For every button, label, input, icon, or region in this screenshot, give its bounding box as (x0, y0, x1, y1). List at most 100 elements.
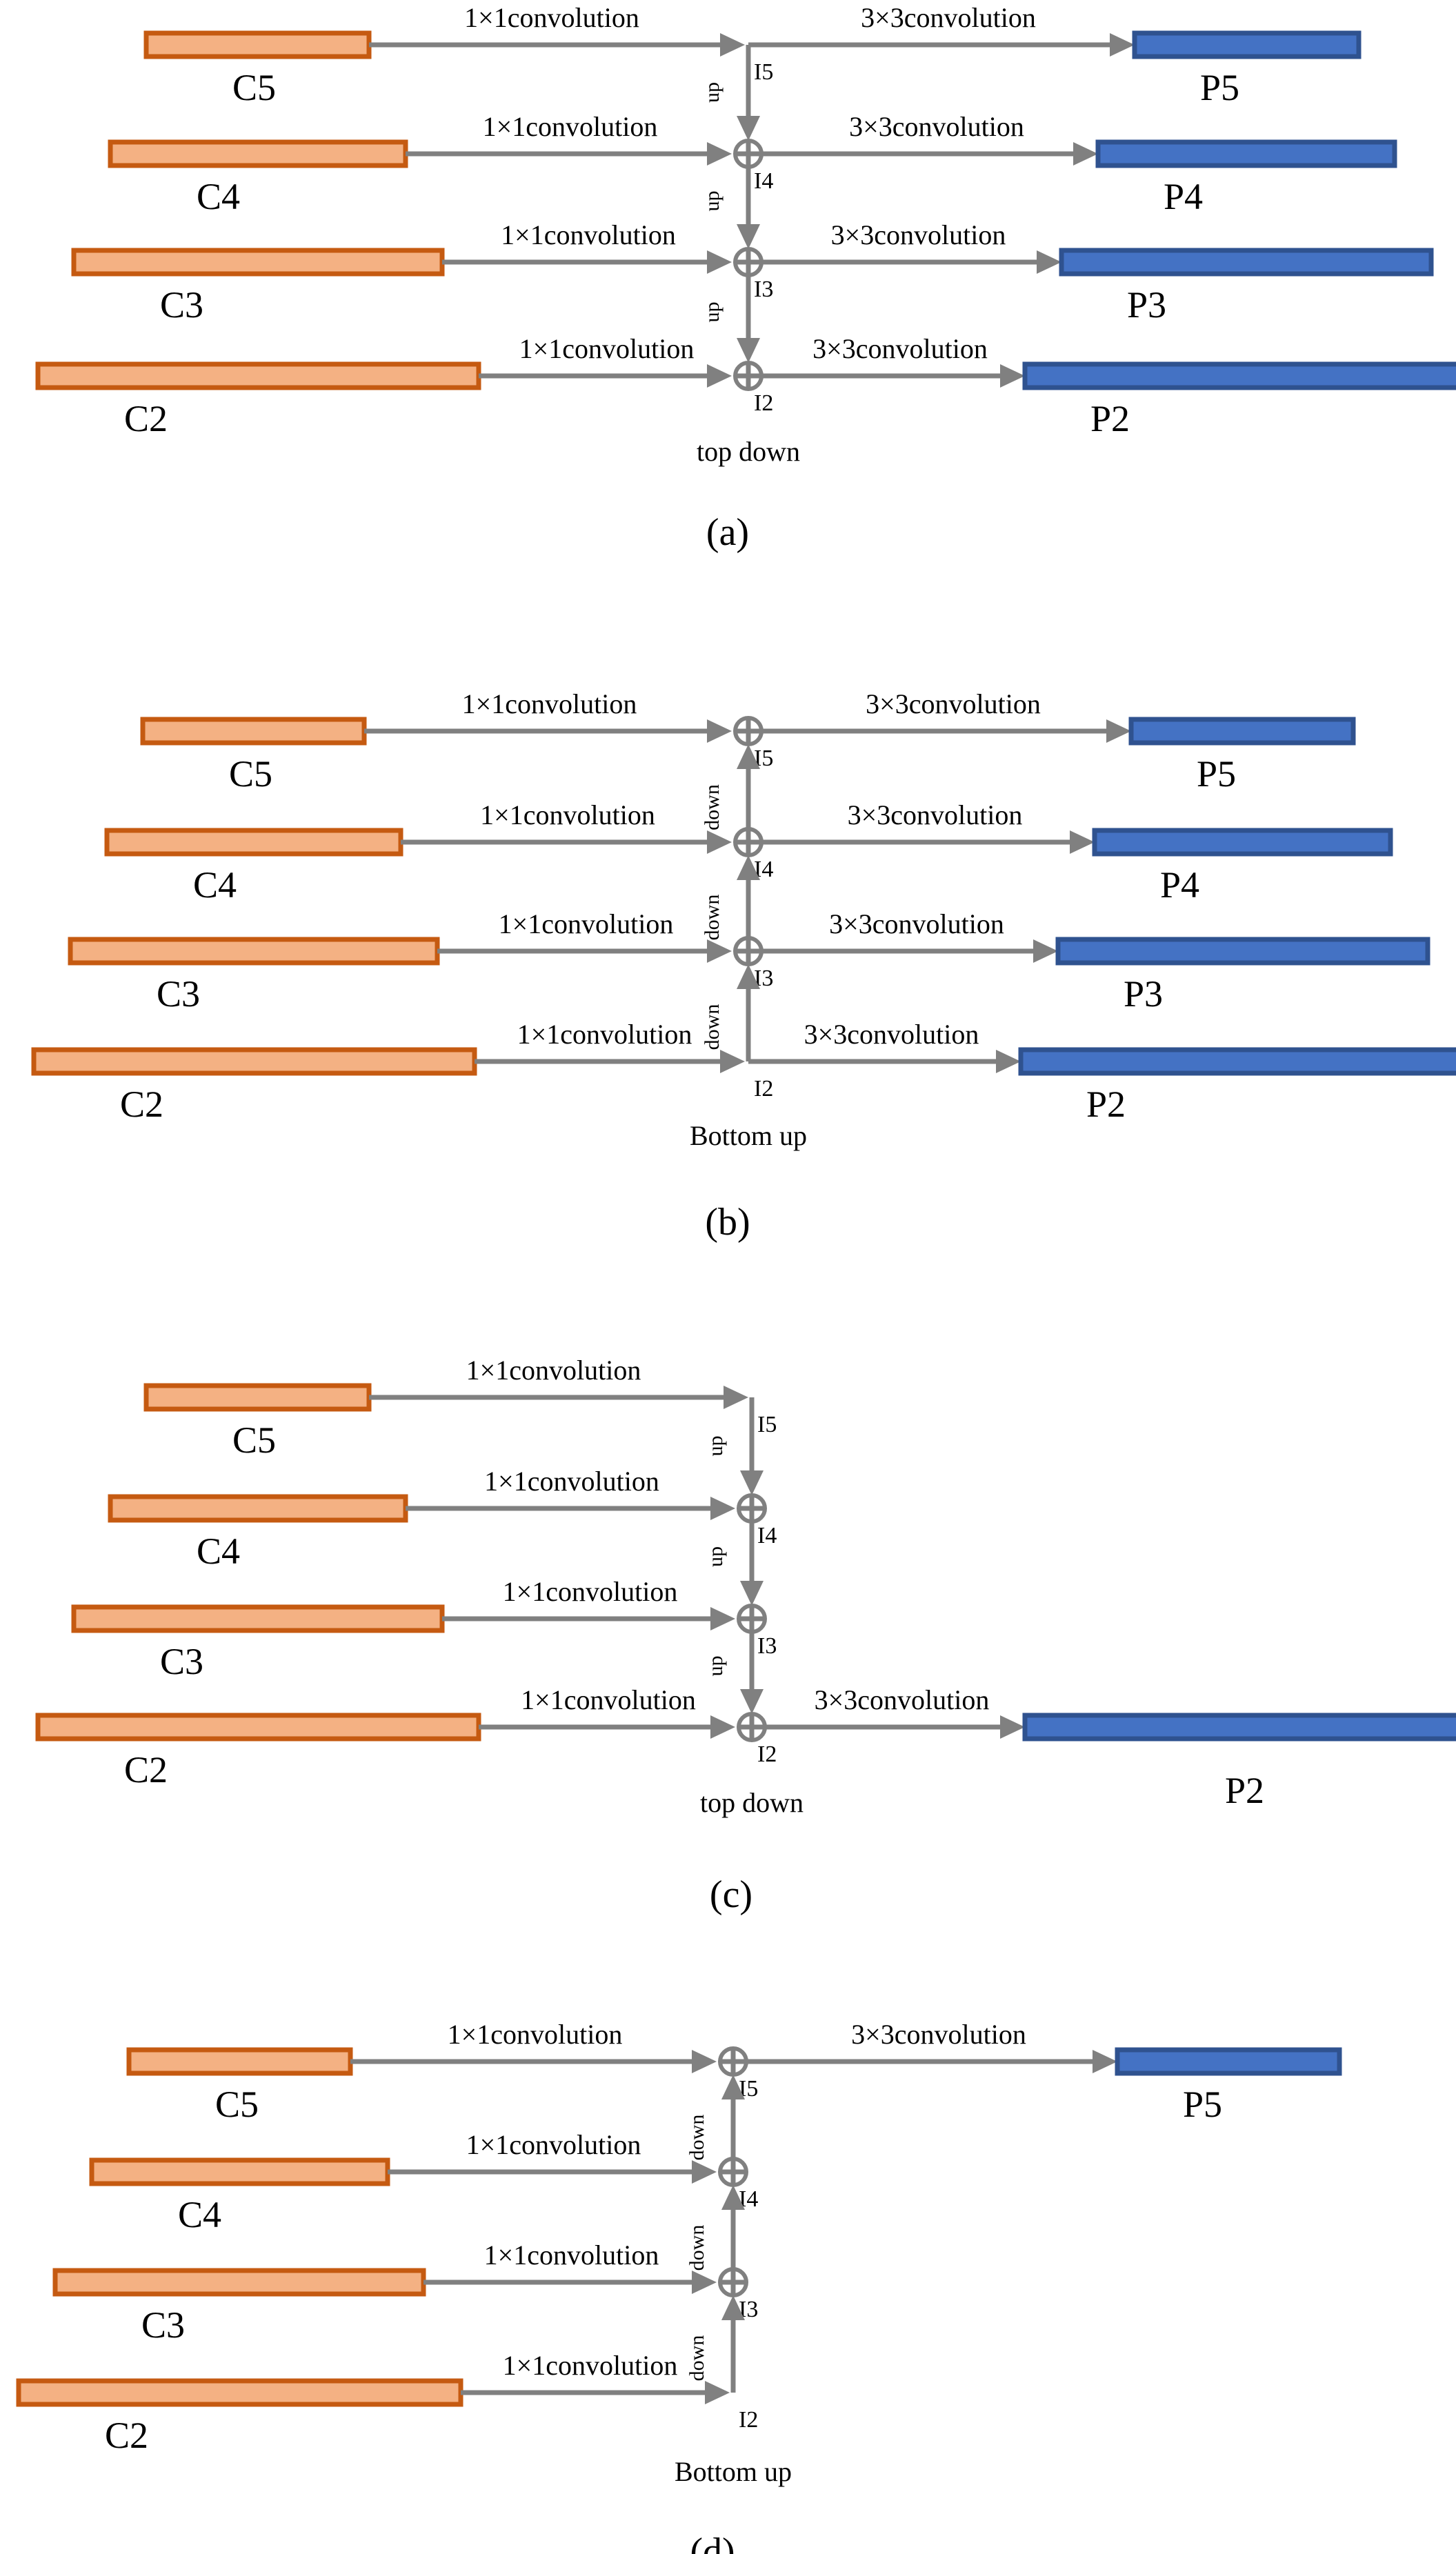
arrow-head-icon (996, 1050, 1021, 1073)
backbone-label: C3 (160, 284, 203, 326)
output-label: 3×3convolution (831, 219, 1006, 250)
panel-caption: (a) (706, 511, 749, 554)
lateral-label: 1×1convolution (464, 2, 639, 33)
node-label: I4 (757, 1523, 777, 1548)
backbone-label: C3 (157, 973, 200, 1015)
panel-caption: (c) (710, 1873, 752, 1916)
backbone-bar (108, 139, 408, 168)
pyramid-label: P3 (1127, 284, 1166, 326)
arrow-head-icon (720, 1050, 745, 1073)
arrow-head-icon (710, 1497, 735, 1520)
lateral-label: 1×1convolution (483, 111, 658, 142)
direction-label: up (704, 1436, 727, 1457)
arrow-head-icon (737, 116, 760, 141)
lateral-label: 1×1convolution (466, 1355, 641, 1386)
direction-label: up (704, 1546, 727, 1567)
backbone-bar (140, 717, 367, 746)
backbone-label: C2 (124, 1749, 168, 1790)
arrow-head-icon (710, 1607, 735, 1630)
output-label: 3×3convolution (851, 2019, 1026, 2050)
backbone-bar (104, 828, 403, 857)
backbone-label: C4 (197, 176, 240, 217)
lateral-label: 1×1convolution (484, 2239, 659, 2271)
sum-node-icon (718, 2157, 748, 2187)
panel-d: C51×1convolutionI53×3convolutionP5C41×1c… (16, 2019, 1342, 2554)
arrow-head-icon (737, 744, 760, 769)
direction-label: up (701, 82, 724, 103)
arrow-head-icon (740, 1689, 764, 1714)
arrow-head-icon (1073, 142, 1098, 166)
lateral-label: 1×1convolution (503, 2350, 678, 2381)
backbone-bar (108, 1494, 408, 1523)
pyramid-bar (1059, 248, 1434, 277)
arrow-head-icon (740, 1581, 764, 1606)
lateral-label: 1×1convolution (462, 688, 637, 719)
backbone-label: C5 (229, 753, 272, 795)
pyramid-label: P4 (1164, 176, 1203, 217)
backbone-bar (143, 1383, 372, 1412)
pyramid-bar (1128, 717, 1356, 746)
arrow-head-icon (1037, 250, 1061, 274)
backbone-bar (143, 30, 372, 59)
backbone-bar (16, 2378, 463, 2407)
arrow-head-icon (721, 2295, 745, 2320)
arrow-head-icon (1033, 939, 1058, 963)
lateral-label: 1×1convolution (448, 2019, 623, 2050)
arrow-head-icon (707, 719, 732, 743)
backbone-bar (89, 2157, 390, 2186)
backbone-bar (35, 1713, 481, 1742)
lateral-label: 1×1convolution (521, 1684, 696, 1715)
arrow-head-icon (721, 2075, 745, 2099)
direction-label: up (701, 191, 724, 212)
arrow-head-icon (740, 1470, 764, 1495)
direction-label: up (701, 302, 724, 323)
node-label: I5 (757, 1412, 777, 1437)
node-label: I3 (754, 277, 773, 302)
sum-node-icon (737, 1604, 767, 1634)
direction-label: down (686, 2225, 708, 2271)
arrow-head-icon (692, 2271, 717, 2294)
arrow-head-icon (707, 830, 732, 854)
node-label: I2 (757, 1742, 777, 1767)
node-label: I2 (739, 2407, 758, 2433)
arrow-head-icon (692, 2160, 717, 2184)
output-label: 3×3convolution (866, 688, 1041, 719)
output-label: 3×3convolution (848, 799, 1023, 830)
arrow-head-icon (1000, 364, 1025, 388)
backbone-label: C5 (232, 1419, 276, 1461)
output-label: 3×3convolution (829, 908, 1004, 939)
sum-node-icon (718, 2267, 748, 2297)
panel-caption: (b) (705, 1201, 750, 1244)
lateral-label: 1×1convolution (503, 1576, 678, 1607)
sum-node-icon (733, 361, 764, 391)
output-label: 3×3convolution (812, 333, 988, 364)
pyramid-bar (1055, 937, 1430, 966)
pyramid-label: P2 (1090, 398, 1130, 439)
pyramid-label: P5 (1183, 2084, 1222, 2125)
arrow-head-icon (705, 2381, 730, 2404)
direction-label: down (701, 1004, 724, 1050)
arrow-head-icon (724, 1386, 748, 1409)
node-label: I4 (754, 168, 773, 194)
backbone-label: C4 (193, 864, 237, 906)
sum-node-icon (737, 1712, 767, 1742)
pyramid-bar (1115, 2047, 1342, 2076)
backbone-bar (126, 2047, 353, 2076)
backbone-label: C5 (215, 2084, 259, 2125)
pathway-footer: Bottom up (675, 2456, 792, 2487)
arrow-head-icon (1110, 33, 1135, 57)
output-label: 3×3convolution (804, 1019, 979, 1050)
backbone-label: C3 (141, 2304, 185, 2346)
arrow-head-icon (707, 939, 732, 963)
arrow-head-icon (707, 142, 732, 166)
arrow-head-icon (737, 224, 760, 249)
pyramid-bar (1018, 1047, 1456, 1076)
